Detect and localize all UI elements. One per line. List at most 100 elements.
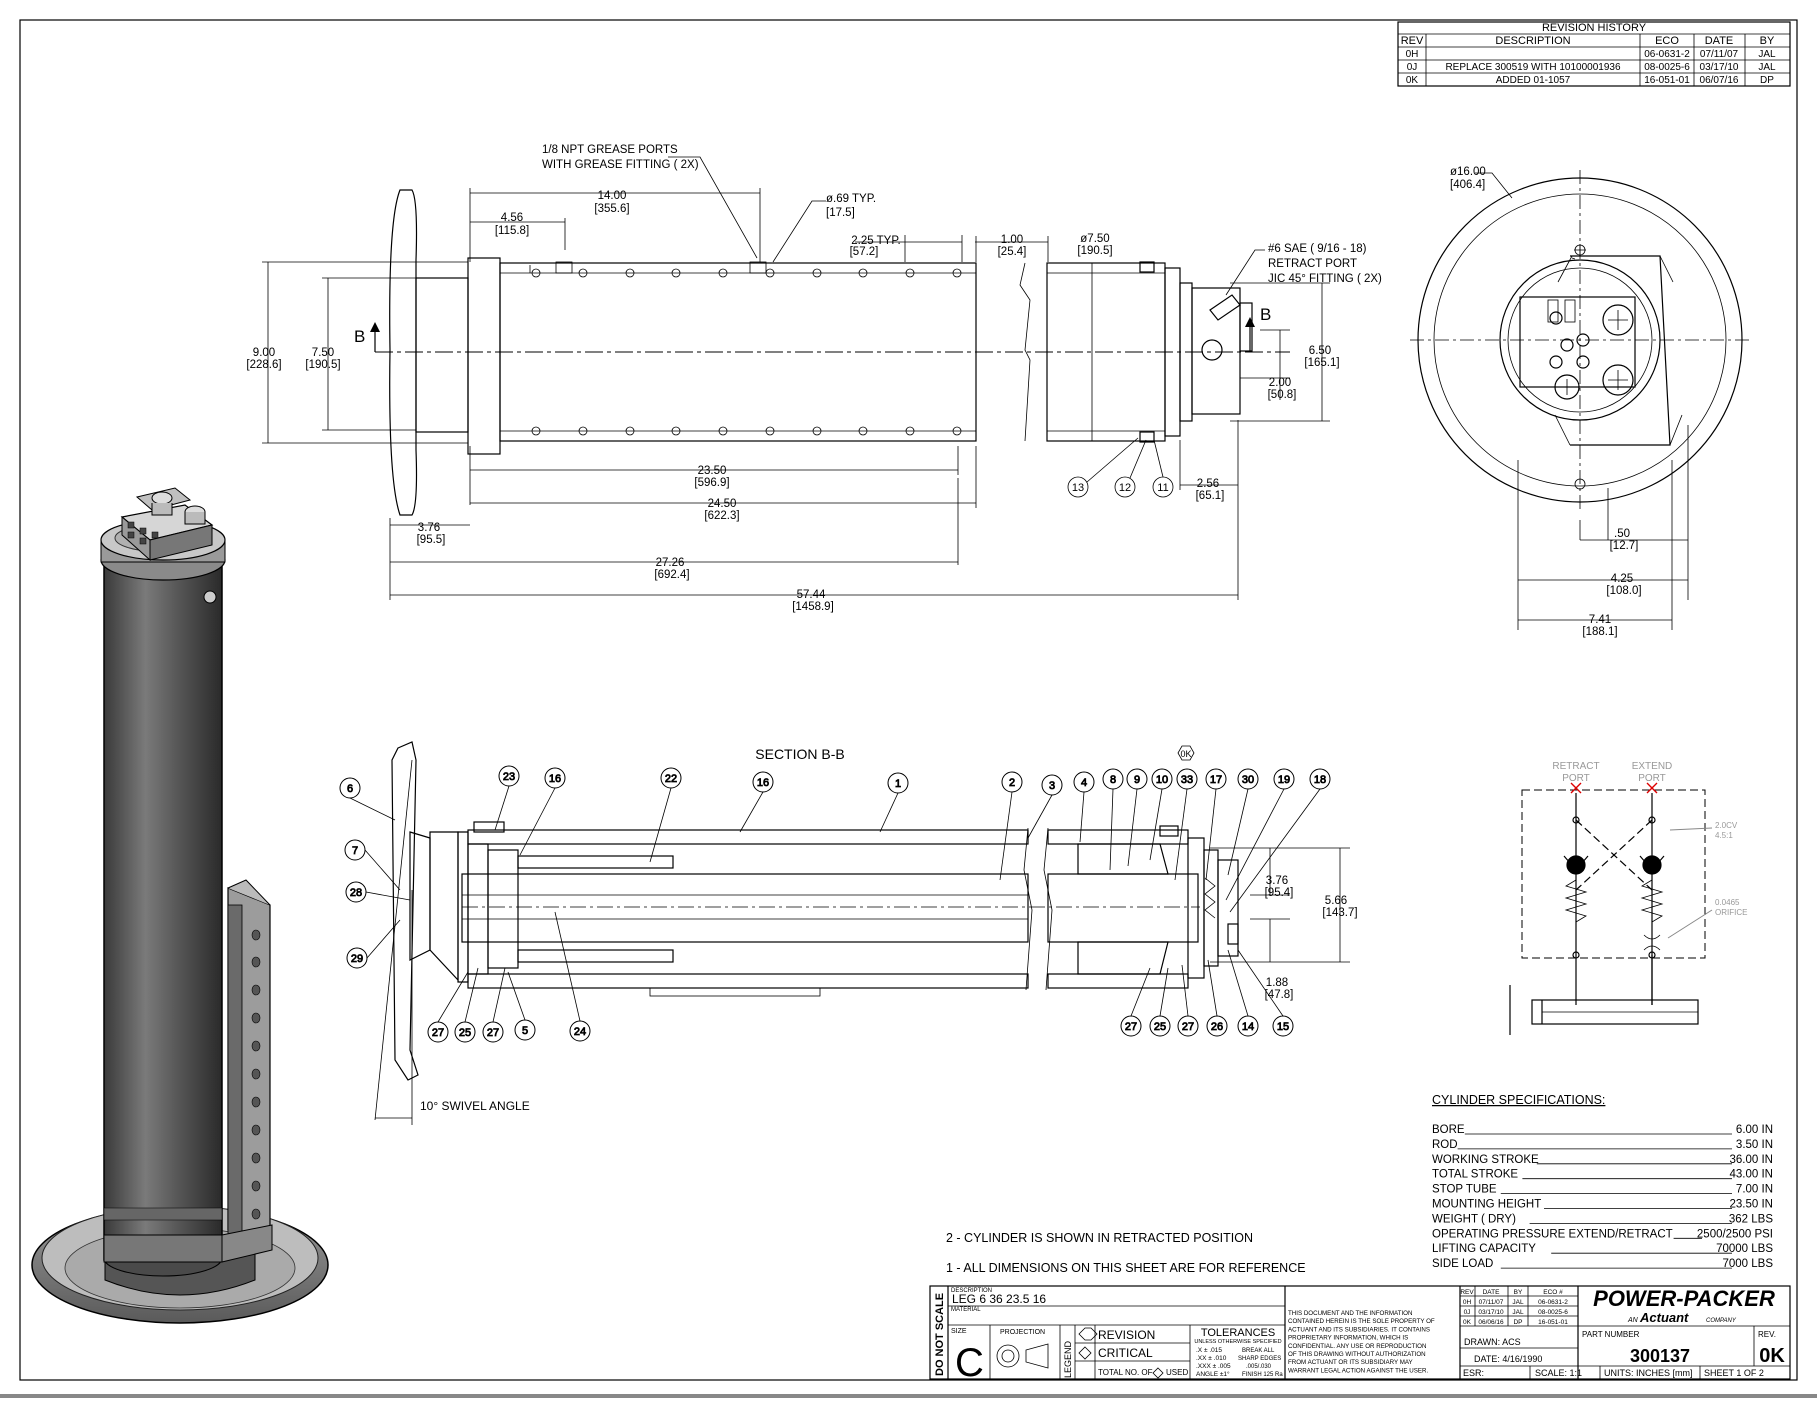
revision-history-title: REVISION HISTORY: [1542, 22, 1647, 34]
dim-1-00-mm: [25.4]: [998, 246, 1027, 258]
section-balloon-label: 24: [574, 1026, 586, 1038]
spec-label: SIDE LOAD: [1432, 1258, 1493, 1270]
section-balloon: [514, 1019, 536, 1041]
rh-row-cell: 0H: [1406, 49, 1419, 60]
section-barrel-top: [467, 829, 1029, 845]
revision-flag-label: 0K: [1180, 749, 1191, 759]
section-balloon: [1102, 768, 1124, 790]
section-balloon: [1206, 1015, 1228, 1037]
section-balloon: [1309, 768, 1331, 790]
legend-total-no: TOTAL NO. OF: [1098, 1368, 1153, 1377]
section-balloon-label: 2: [1009, 777, 1015, 789]
spec-value: 36.00 IN: [1730, 1154, 1773, 1166]
section-balloon-label: 25: [1154, 1021, 1166, 1033]
rh-row-cell: REPLACE 300519 WITH 10100001936: [1445, 62, 1621, 73]
dim-7-41: 7.41: [1589, 614, 1611, 626]
revision-hex-icon: [1078, 1327, 1098, 1341]
units: UNITS: INCHES [mm]: [1604, 1368, 1693, 1378]
tb-date-header: DATE: [1483, 1289, 1501, 1296]
tb-rev-cell: JAL: [1512, 1309, 1524, 1316]
schematic-note-2b: ORIFICE: [1715, 908, 1747, 917]
rh-row-cell: DP: [1760, 75, 1774, 86]
balloon-leader: [554, 911, 581, 1022]
dim-s-1-88: 1.88: [1266, 977, 1288, 989]
sheet-border: [19, 19, 1798, 1381]
section-balloon-label: 15: [1277, 1021, 1289, 1033]
revision-flag: [1177, 745, 1195, 761]
isometric-render: [31, 487, 329, 1324]
spec-label: ROD: [1432, 1139, 1458, 1151]
spec-value: 362 LBS: [1729, 1213, 1773, 1225]
section-balloon: [660, 767, 682, 789]
legend-used: USED: [1166, 1368, 1188, 1377]
balloon-leader: [464, 967, 479, 1023]
dim-3-76-mm: [95.5]: [417, 534, 446, 546]
dim-0-50: .50: [1614, 528, 1630, 540]
section-balloon-label: 10: [1156, 774, 1168, 786]
section-balloon-label: 9: [1134, 774, 1140, 786]
dim-2-25-mm: [57.2]: [850, 246, 879, 258]
section-balloon-label: 16: [549, 773, 561, 785]
rh-row-cell: 07/11/07: [1700, 49, 1739, 60]
section-balloon: [482, 1021, 504, 1043]
tol-2: .XX ± .010: [1196, 1355, 1227, 1362]
spec-value: 43.00 IN: [1730, 1169, 1773, 1181]
spec-value: 7000 LBS: [1722, 1258, 1773, 1270]
dim-2-25: 2.25 TYP.: [851, 235, 900, 247]
tolerances-sub: UNLESS OTHERWISE SPECIFIED: [1194, 1339, 1281, 1345]
company-sub-name: Actuant: [1639, 1310, 1689, 1325]
dim-s-5-66: 5.66: [1325, 895, 1347, 907]
section-balloon: [498, 765, 520, 787]
spec-label: TOTAL STROKE: [1432, 1169, 1518, 1181]
section-foot-plate: [391, 741, 419, 1081]
balloon-leader: [366, 919, 401, 959]
spec-label: WORKING STROKE: [1432, 1154, 1539, 1166]
dim-9-00: 9.00: [253, 347, 275, 359]
section-valve: [1217, 859, 1239, 957]
section-balloon-label: 7: [352, 845, 358, 857]
dim-069: ø.69 TYP.: [826, 193, 876, 205]
valve-block-end: [1519, 296, 1636, 388]
size-label: SIZE: [951, 1328, 967, 1335]
dim-s-1-88-mm: [47.8]: [1265, 989, 1294, 1001]
balloon-leader: [1127, 788, 1138, 867]
balloon-leader: [437, 971, 469, 1023]
part-number: 300137: [1630, 1346, 1690, 1366]
dim-2-56-mm: [65.1]: [1196, 490, 1225, 502]
legend-label: LEGEND: [1063, 1340, 1073, 1378]
dim-27-26: 27.26: [656, 557, 685, 569]
rev-label: REV.: [1758, 1330, 1776, 1339]
dim-4-56-mm: [115.8]: [495, 225, 529, 237]
description-label: DESCRIPTION: [951, 1288, 992, 1294]
sae-note-line2: RETRACT PORT: [1268, 258, 1357, 270]
section-balloon: [1001, 771, 1023, 793]
dim-9-00-mm: [228.6]: [246, 359, 281, 371]
balloon-leader: [1225, 788, 1285, 901]
section-balloon: [1149, 1015, 1171, 1037]
company-sub-an: AN: [1627, 1317, 1639, 1324]
title-block: DO NOT SCALE DESCRIPTION LEG 6 36 23.5 1…: [929, 1285, 1791, 1385]
dim-2-00: 2.00: [1269, 377, 1291, 389]
schematic-note-1b: 4.5:1: [1715, 831, 1733, 840]
dim-6-50-mm: [165.1]: [1304, 357, 1339, 369]
section-balloon: [345, 881, 367, 903]
dim-4-56: 4.56: [501, 212, 523, 224]
section-balloon-label: 16: [757, 777, 769, 789]
tol-4: ANGLE ±1°: [1196, 1370, 1230, 1378]
section-balloon-label: 26: [1211, 1021, 1223, 1033]
tol-r3: .005/.030: [1246, 1364, 1272, 1370]
stop-tube-bottom: [517, 949, 674, 963]
balloon-leader: [1130, 967, 1151, 1017]
dim-57-44-mm: [1458.9]: [792, 601, 834, 613]
rh-row-cell: JAL: [1758, 62, 1776, 73]
balloon-leader: [1079, 791, 1085, 843]
tb-eco-header: ECO #: [1543, 1289, 1563, 1296]
section-balloon: [569, 1020, 591, 1042]
dim-069-mm: [17.5]: [826, 207, 855, 219]
rev-value: 0K: [1759, 1345, 1785, 1367]
section-balloon: [887, 772, 909, 794]
section-b-b: SECTION B-B: [339, 741, 1358, 1125]
drawn-by: DRAWN: ACS: [1464, 1337, 1521, 1347]
tol-r1: BREAK ALL: [1242, 1348, 1275, 1354]
